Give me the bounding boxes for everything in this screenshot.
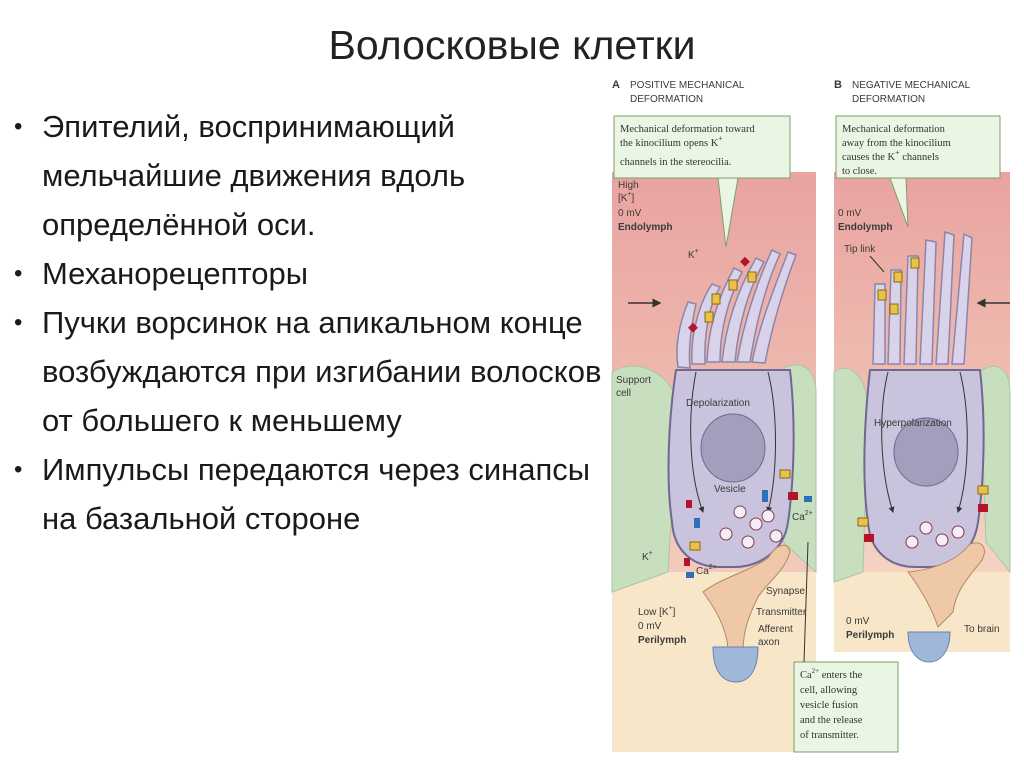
transmitter-label: Transmitter	[756, 607, 807, 618]
panel-b-note-line-4: to close.	[842, 166, 877, 177]
to-brain-label: To brain	[964, 624, 1000, 635]
support-cell-label-line-2: cell	[616, 388, 631, 399]
panel-b: B NEGATIVE MECHANICAL DEFORMATION	[834, 79, 1010, 662]
depolarization-label: Depolarization	[686, 398, 750, 409]
panel-b-letter: B	[834, 79, 842, 91]
axon-terminal-b	[908, 632, 950, 662]
bullet-list: Эпителий, воспринимающий мельчайшие движ…	[14, 102, 624, 543]
bullet-item: Эпителий, воспринимающий мельчайшие движ…	[14, 102, 624, 249]
perilymph-label-a: Perilymph	[638, 635, 686, 646]
mv-top-a: 0 mV	[618, 208, 642, 219]
high-k-label-line-2: [K+]	[618, 191, 635, 204]
endolymph-label-b: Endolymph	[838, 222, 892, 233]
bullet-item: Механорецепторы	[14, 249, 624, 298]
ca-note-line-2: cell, allowing	[800, 685, 858, 696]
ca-note-line-5: of transmitter.	[800, 730, 859, 741]
mv-bottom-b: 0 mV	[846, 616, 870, 627]
endolymph-label-a: Endolymph	[618, 222, 672, 233]
panel-a-note-line-1: Mechanical deformation toward	[620, 124, 755, 135]
support-cell-label-line-1: Support	[616, 375, 651, 386]
panel-a-note-line-3: channels in the stereocilia.	[620, 157, 731, 168]
bullet-item: Пучки ворсинок на апикальном конце возбу…	[14, 298, 624, 445]
synapse-label: Synapse	[766, 586, 805, 597]
panel-a-heading-line-1: POSITIVE MECHANICAL	[630, 80, 745, 91]
afferent-axon-label-line-2: axon	[758, 637, 780, 648]
tip-link-label: Tip link	[844, 244, 876, 255]
ca-note-line-4: and the release	[800, 715, 863, 726]
ca-note-line-3: vesicle fusion	[800, 700, 859, 711]
panel-b-note-line-1: Mechanical deformation	[842, 124, 946, 135]
support-cell-b-left	[834, 368, 868, 582]
panel-b-heading-line-2: DEFORMATION	[852, 94, 925, 105]
mv-top-b: 0 mV	[838, 208, 862, 219]
high-k-label-line-1: High	[618, 180, 639, 191]
vesicle-label: Vesicle	[714, 484, 746, 495]
nucleus-a	[701, 414, 765, 482]
afferent-axon-label-line-1: Afferent	[758, 624, 793, 635]
panel-a-letter: A	[612, 79, 620, 91]
panel-b-heading-line-1: NEGATIVE MECHANICAL	[852, 80, 971, 91]
hair-cell-figure: A POSITIVE MECHANICAL DEFORMATION	[608, 72, 1012, 756]
mv-bottom-a: 0 mV	[638, 621, 662, 632]
bullet-item: Импульсы передаются через синапсы на баз…	[14, 445, 624, 543]
hyperpolarization-label: Hyperpolarization	[874, 418, 952, 429]
perilymph-label-b: Perilymph	[846, 630, 894, 641]
ca-note-line-1: Ca2+ enters the	[800, 667, 863, 681]
panel-a-heading-line-2: DEFORMATION	[630, 94, 703, 105]
slide-title: Волосковые клетки	[0, 22, 1024, 69]
